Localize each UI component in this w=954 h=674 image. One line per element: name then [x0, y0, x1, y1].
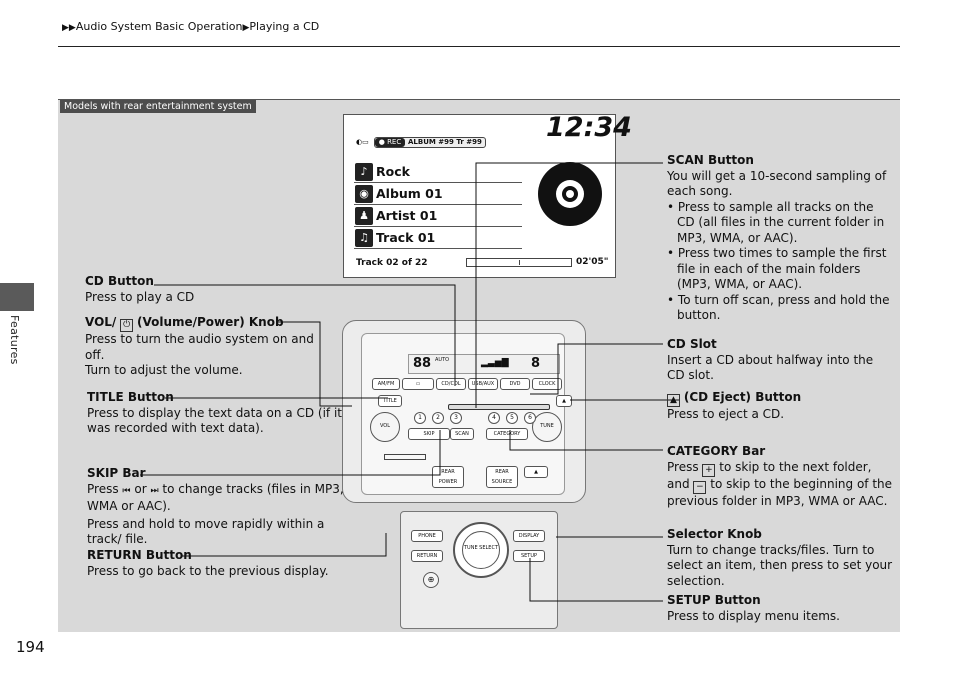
list-item-label: Track 01 [376, 230, 436, 245]
header-rule [58, 46, 900, 47]
list-item-label: Artist 01 [376, 208, 438, 223]
dvd-slot[interactable] [384, 454, 426, 460]
lower-control-panel: PHONE RETURN DISPLAY SETUP TUNE SELECT ⊕ [400, 511, 558, 629]
selector-knob-center[interactable]: TUNE SELECT [462, 531, 500, 569]
breadcrumb: ▶▶Audio System Basic Operation▶Playing a… [62, 20, 320, 33]
preset-1-button[interactable]: 1 [414, 412, 426, 424]
selector-knob-callout: Selector Knob Turn to change tracks/file… [667, 527, 893, 588]
list-item[interactable]: ♫ Track 01 [354, 228, 522, 249]
display-auto: AUTO [435, 357, 450, 363]
category-bar[interactable]: CATEGORY [486, 428, 528, 440]
preset-6-button[interactable]: 6 [524, 412, 536, 424]
skip-back-icon: ⏮ [122, 485, 131, 496]
cd-button-callout: CD Button Press to play a CD [85, 274, 195, 304]
header-text: ALBUM #99 Tr #99 [408, 138, 482, 146]
phone-button[interactable]: PHONE [411, 530, 443, 542]
list-item[interactable]: ◉ Album 01 [354, 184, 522, 205]
progress-fill [468, 260, 520, 265]
setup-button[interactable]: SETUP [513, 550, 545, 562]
artist-icon: ♟ [355, 207, 373, 225]
category-bar-callout: CATEGORY Bar Press + to skip to the next… [667, 444, 893, 508]
selector-knob[interactable]: TUNE SELECT [453, 522, 509, 578]
skip-forward-icon: ⏭ [150, 485, 159, 496]
cd-eject-callout: ▲ (CD Eject) Button Press to eject a CD. [667, 390, 802, 421]
progress-bar [466, 258, 572, 267]
hazard-button[interactable]: ⊕ [423, 572, 439, 588]
rear-source-button[interactable]: REAR SOURCE [486, 466, 518, 488]
display-segments: 88 [413, 356, 432, 371]
cd-slot[interactable] [448, 404, 550, 410]
unit-display: 88 AUTO ▂▃▅▇ 8 [408, 354, 560, 374]
side-tab-label: Features [8, 315, 21, 365]
list-item-label: Album 01 [376, 186, 443, 201]
signal-icon: ▂▃▅▇ [481, 358, 509, 368]
page-number: 194 [16, 638, 45, 656]
rear-eject-button[interactable]: ▲ [524, 466, 548, 478]
vol-knob[interactable]: VOL [370, 412, 400, 442]
cd-button[interactable]: CD/CDL [436, 378, 466, 390]
setup-button-callout: SETUP Button Press to display menu items… [667, 593, 840, 623]
skip-bar-callout: SKIP Bar Press ⏮ or ⏭ to change tracks (… [87, 466, 344, 546]
model-tab: Models with rear entertainment system [60, 100, 256, 113]
scan-bullet: • Press two times to sample the first fi… [667, 246, 887, 291]
preset-5-button[interactable]: 5 [506, 412, 518, 424]
cd-slot-callout: CD Slot Insert a CD about halfway into t… [667, 337, 874, 382]
disc-icon [538, 162, 602, 226]
xm-button[interactable]: ▭ [402, 378, 434, 390]
rec-badge: ● REC [375, 138, 405, 147]
guitar-icon: ♪ [355, 163, 373, 181]
breadcrumb-page: Playing a CD [249, 20, 320, 33]
head-unit-face: 88 AUTO ▂▃▅▇ 8 AM/FM ▭ CD/CDL USB/AUX DV… [361, 333, 572, 495]
album-icon: ◉ [355, 185, 373, 203]
vol-knob-callout: VOL/ ⏻ (Volume/Power) Knob Press to turn… [85, 315, 314, 377]
dvd-button[interactable]: DVD [500, 378, 530, 390]
preset-2-button[interactable]: 2 [432, 412, 444, 424]
eject-button[interactable]: ▲ [556, 395, 572, 407]
scan-button-callout: SCAN Button You will get a 10-second sam… [667, 153, 893, 324]
breadcrumb-section[interactable]: Audio System Basic Operation [75, 20, 243, 33]
music-note-icon: ♫ [355, 229, 373, 247]
head-unit: 88 AUTO ▂▃▅▇ 8 AM/FM ▭ CD/CDL USB/AUX DV… [342, 320, 586, 503]
clock-button[interactable]: CLOCK [532, 378, 562, 390]
plus-icon: + [702, 463, 716, 477]
disc-indicator-icon: ◐▭ [356, 138, 369, 146]
return-button[interactable]: RETURN [411, 550, 443, 562]
display-segments-right: 8 [531, 356, 541, 371]
power-icon: ⏻ [120, 319, 134, 332]
side-tab-marker [0, 283, 34, 311]
title-button-callout: TITLE Button Press to display the text d… [87, 390, 342, 435]
screen-clock: 12:34 [546, 112, 632, 143]
am-fm-button[interactable]: AM/FM [372, 378, 400, 390]
list-item[interactable]: ♪ Rock [354, 162, 522, 183]
audio-screen: ◐▭ ● REC ALBUM #99 Tr #99 ♪ Rock ◉ Album… [343, 114, 616, 278]
preset-3-button[interactable]: 3 [450, 412, 462, 424]
eject-icon: ▲ [667, 394, 680, 407]
scan-bullet: • Press to sample all tracks on the CD (… [667, 199, 885, 245]
display-button[interactable]: DISPLAY [513, 530, 545, 542]
list-item[interactable]: ♟ Artist 01 [354, 206, 522, 227]
tune-knob[interactable]: TUNE [532, 412, 562, 442]
track-info: Track 02 of 22 [356, 258, 428, 268]
minus-icon: − [693, 480, 707, 494]
list-item-label: Rock [376, 164, 410, 179]
scan-bullet: • To turn off scan, press and hold the b… [667, 292, 890, 323]
header-bar [374, 137, 486, 148]
scan-button[interactable]: SCAN [450, 428, 474, 440]
preset-4-button[interactable]: 4 [488, 412, 500, 424]
elapsed-time: 02'05" [576, 257, 609, 267]
return-button-callout: RETURN Button Press to go back to the pr… [87, 548, 329, 578]
